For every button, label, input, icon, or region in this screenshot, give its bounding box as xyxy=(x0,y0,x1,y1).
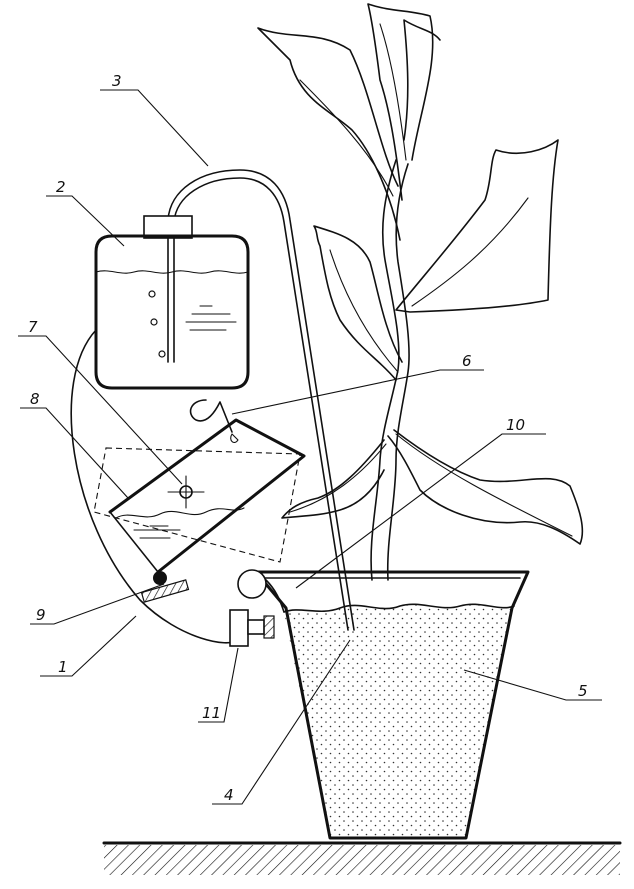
tube xyxy=(168,170,354,630)
label-7: 7 xyxy=(28,318,38,336)
label-9: 9 xyxy=(36,606,46,624)
clamp xyxy=(230,610,274,646)
label-1: 1 xyxy=(58,658,68,676)
tray-water-dashes xyxy=(134,526,180,538)
ground xyxy=(104,843,620,875)
tipping-plate-outline xyxy=(94,448,300,562)
label-5: 5 xyxy=(578,682,588,700)
flower-pot xyxy=(256,572,528,838)
pulley xyxy=(238,570,284,612)
label-8: 8 xyxy=(30,390,40,408)
water-dashes xyxy=(186,306,236,330)
label-2: 2 xyxy=(56,178,66,196)
label-6: 6 xyxy=(462,352,472,370)
label-4: 4 xyxy=(224,786,234,804)
label-11: 11 xyxy=(202,704,221,722)
tilting-tray xyxy=(110,420,304,602)
label-3: 3 xyxy=(112,72,122,90)
water-tank xyxy=(96,216,248,442)
air-bubbles xyxy=(149,291,165,357)
label-10: 10 xyxy=(506,416,525,434)
plant xyxy=(258,4,582,580)
